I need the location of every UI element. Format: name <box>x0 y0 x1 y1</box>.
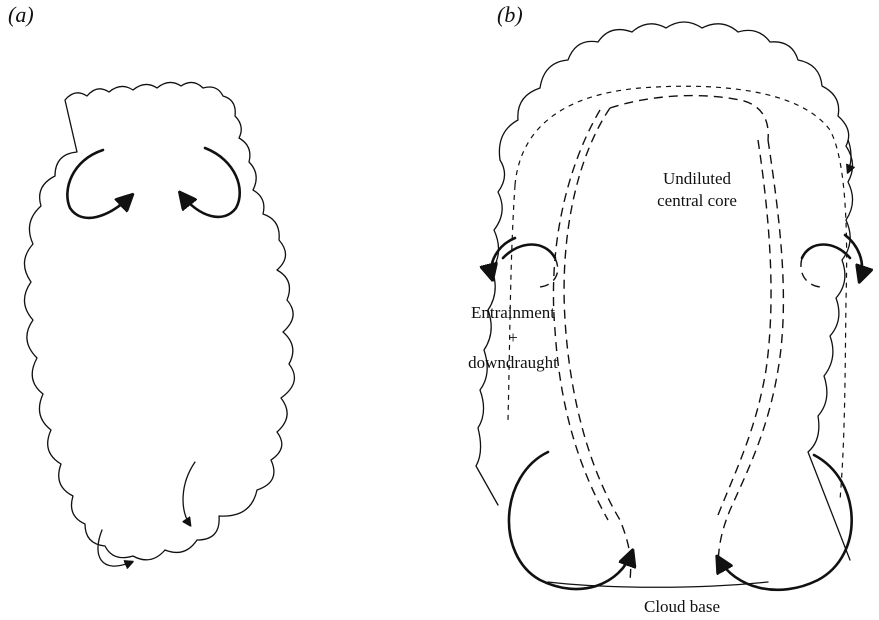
outline-flow-arrow-b <box>848 140 851 172</box>
entrainment-label-line1: Entrainment <box>471 303 555 322</box>
central-core-left-boundary-2 <box>553 110 608 520</box>
bottom-vortex-arrow-a1 <box>183 462 195 525</box>
entrainment-eddy-left-dash <box>540 258 558 287</box>
base-vortex-left-arrow <box>509 452 632 589</box>
entrainment-label-line3: downdraught <box>468 353 558 372</box>
vortex-right-arrow-a <box>181 148 240 217</box>
central-core-top <box>610 96 768 140</box>
base-vortex-right-arrow <box>718 455 852 590</box>
core-label-line1: Undiluted <box>663 169 731 188</box>
vortex-left-arrow-a <box>67 150 131 218</box>
entrainment-eddy-right-arc <box>802 245 850 259</box>
entrainment-eddy-left-arc <box>503 245 555 259</box>
cloud-base-line <box>548 582 768 587</box>
panel-a-label: (a) <box>8 2 34 27</box>
cloud-base-label: Cloud base <box>644 597 720 616</box>
bottom-vortex-arrow-a2 <box>98 530 132 566</box>
cloud-b-outline <box>476 22 853 560</box>
entrainment-label-line2: + <box>508 328 518 347</box>
panel-b-label: (b) <box>497 2 523 27</box>
central-core-left-boundary <box>564 108 631 580</box>
cloud-b-inner-outline <box>515 86 847 500</box>
entrainment-eddy-right-dash <box>801 258 820 287</box>
cloud-a-outline <box>24 82 294 559</box>
core-label-line2: central core <box>657 191 737 210</box>
entrainment-eddy-right-arrow <box>845 235 862 280</box>
